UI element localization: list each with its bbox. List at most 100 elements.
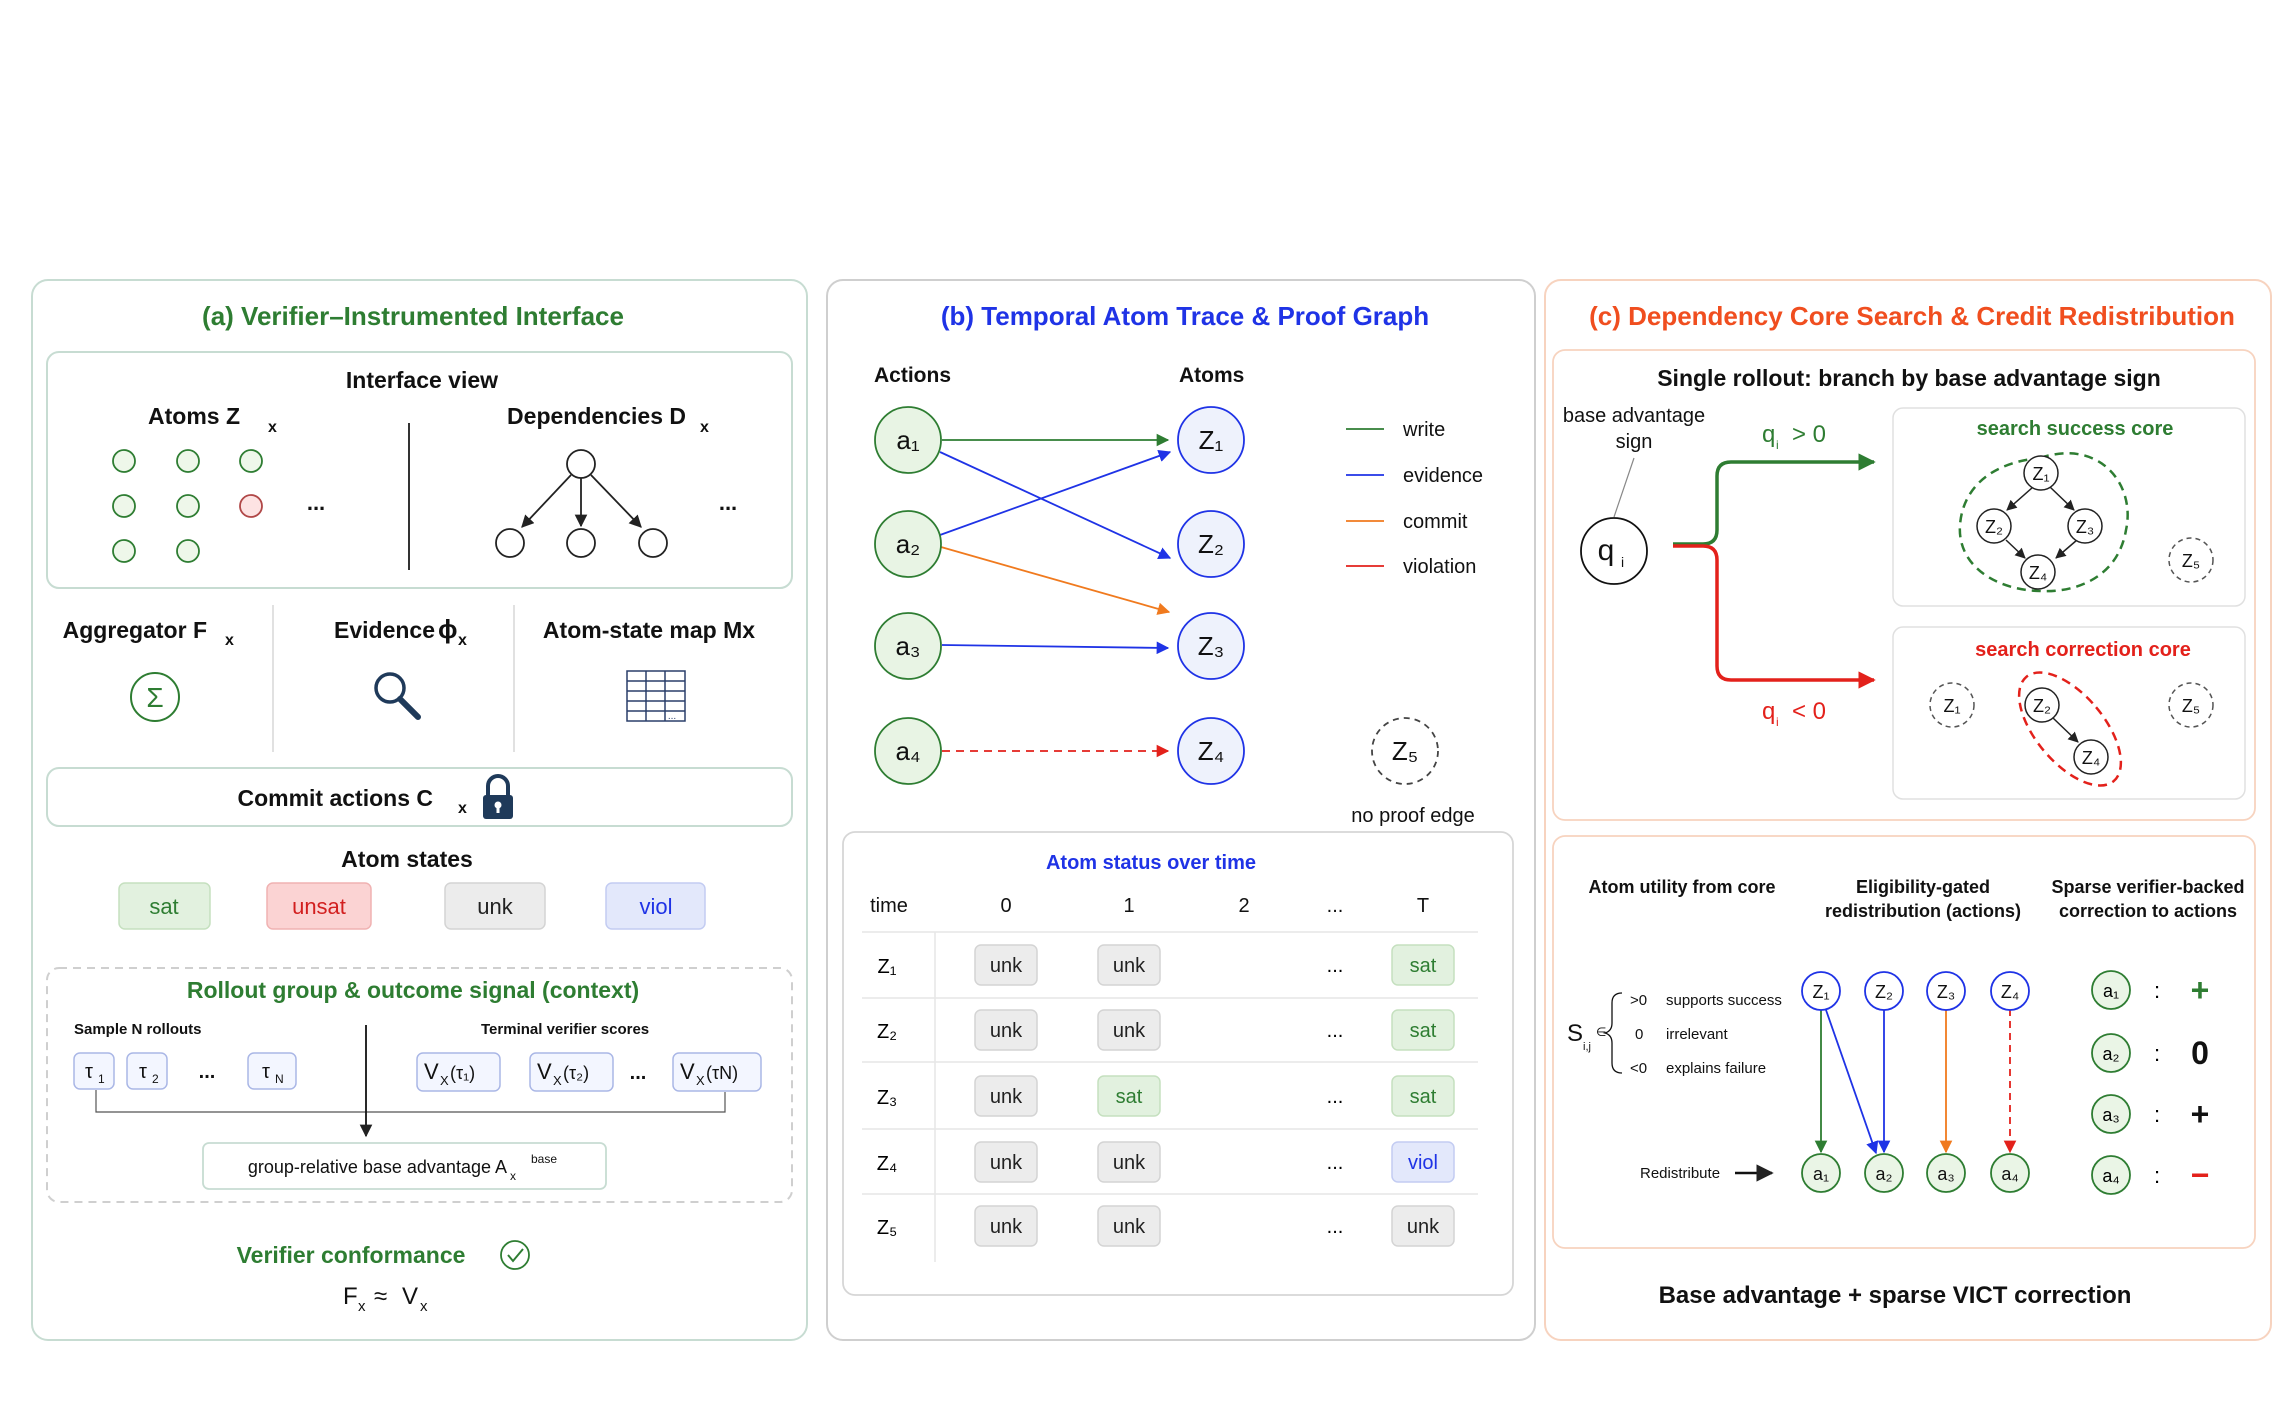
svg-text:a₄: a₄ <box>895 736 920 766</box>
svg-text:Z₁: Z₁ <box>1812 982 1829 1002</box>
evidence-edge <box>941 641 1170 655</box>
correction-item: a₁:+ <box>2091 970 2210 1010</box>
panel-c-footer: Base advantage + sparse VICT correction <box>1659 1282 2132 1309</box>
svg-text:(τN): (τN) <box>706 1063 738 1083</box>
base-advantage-sup: base <box>531 1152 557 1166</box>
panel-b-title: (b) Temporal Atom Trace & Proof Graph <box>941 301 1429 331</box>
action-node <box>2091 1033 2131 1073</box>
evidence-sub: x <box>458 632 467 649</box>
svg-text:X: X <box>440 1073 449 1088</box>
panel-a-title: (a) Verifier–Instrumented Interface <box>202 301 624 331</box>
score-ellipsis: ... <box>630 1062 647 1084</box>
evidence-phi: ϕ <box>438 614 458 644</box>
status-chip <box>974 944 1038 986</box>
dependency-tree <box>495 449 668 558</box>
svg-text:X: X <box>696 1073 705 1088</box>
redistribution-edges <box>1814 1009 2017 1155</box>
success-core-edges <box>2005 486 2078 559</box>
verifier-score-chip: V X (τ₁) <box>416 1052 501 1092</box>
status-chip-label: unk <box>1113 1152 1146 1174</box>
svg-text:0: 0 <box>1000 895 1011 917</box>
status-chip-label: viol <box>1408 1152 1438 1174</box>
legend-label: write <box>1402 419 1445 441</box>
s-in: ∈ <box>1596 1025 1606 1039</box>
atom-node <box>1926 971 1966 1011</box>
sigma-glyph: Σ <box>146 682 163 713</box>
svg-text:...: ... <box>1327 895 1344 917</box>
svg-text:(τ₁): (τ₁) <box>450 1063 475 1083</box>
svg-text:Z₂: Z₂ <box>1875 982 1893 1002</box>
svg-text:N: N <box>275 1072 284 1086</box>
utility-key: 0 <box>1635 1026 1643 1043</box>
status-chip-label: sat <box>1116 1086 1143 1108</box>
sigma-icon <box>130 672 180 722</box>
row-atom-label: Z₄ <box>877 1153 897 1175</box>
status-ellipsis: ... <box>1327 1216 1344 1238</box>
core-node-label: Z₃ <box>2076 517 2094 537</box>
evidence-label: Evidence <box>334 617 435 643</box>
correction-item: a₂:0 <box>2091 1033 2209 1073</box>
atom-dot <box>176 449 200 473</box>
status-chip <box>1097 1205 1161 1247</box>
status-chip-label: unk <box>990 1020 1023 1042</box>
correction-action-label: a₃ <box>2102 1105 2119 1125</box>
q-positive-label: q <box>1762 421 1775 448</box>
panel-c-title: (c) Dependency Core Search & Credit Redi… <box>1589 301 2235 331</box>
eligibility-atom-nodes: Z₁ Z₂ Z₃ Z₄ <box>1801 971 2030 1011</box>
col3-title-1: Sparse verifier-backed <box>2051 877 2244 897</box>
action-node: a₁ <box>874 406 942 474</box>
row-atom-label: Z₃ <box>877 1087 897 1109</box>
svg-text:F: F <box>343 1283 358 1310</box>
atoms-ellipsis: ... <box>307 490 325 515</box>
svg-text:≈: ≈ <box>374 1283 387 1310</box>
excluded-atom-label: Z₅ <box>2182 551 2200 571</box>
conformance-formula: F x ≈ V x <box>343 1283 428 1315</box>
row-atom-label: Z₁ <box>878 956 897 978</box>
svg-text:1: 1 <box>1123 895 1134 917</box>
verifier-score-chip: V X (τ₂) <box>529 1052 614 1092</box>
success-core-title: search success core <box>1977 418 2174 440</box>
status-table-title: Atom status over time <box>1046 852 1256 874</box>
status-chip-label: unk <box>1113 1020 1146 1042</box>
orphan-atom-label: Z₅ <box>1392 736 1418 766</box>
core-node <box>2020 554 2056 590</box>
svg-text:X: X <box>553 1073 562 1088</box>
core-node-label: Z₁ <box>2032 464 2049 484</box>
atom-node: Z₃ <box>1177 612 1245 680</box>
deps-ellipsis: ... <box>719 490 737 515</box>
redistribute-edge <box>1825 1009 1879 1155</box>
s-sub: i,j <box>1583 1041 1591 1053</box>
action-node: a₄ <box>874 717 942 785</box>
evidence-edge <box>939 449 1172 536</box>
s-label: S <box>1567 1020 1583 1047</box>
action-node: a₂ <box>874 510 942 578</box>
col1-title: Atom utility from core <box>1588 877 1775 897</box>
row-atom-label: Z₂ <box>877 1021 897 1043</box>
atom-nodes: Z₁ Z₂ Z₃ Z₄ <box>1177 406 1245 785</box>
svg-text:2: 2 <box>152 1072 159 1086</box>
status-chip <box>1391 1205 1455 1247</box>
q-label: q <box>1598 534 1615 567</box>
action-node: a₃ <box>874 612 942 680</box>
base-advantage-label: group-relative base advantage A <box>248 1157 507 1177</box>
correction-sign: 0 <box>2191 1035 2209 1071</box>
utility-key: >0 <box>1630 992 1647 1009</box>
correction-sign: − <box>2191 1157 2210 1193</box>
atom-node: Z₄ <box>1177 717 1245 785</box>
svg-text:a₁: a₁ <box>1813 1164 1829 1184</box>
q-positive-cond: > 0 <box>1792 421 1826 448</box>
svg-text:τ: τ <box>262 1061 270 1083</box>
panel-a: (a) Verifier–Instrumented Interface Inte… <box>31 279 808 1341</box>
panel-b: (b) Temporal Atom Trace & Proof Graph Ac… <box>826 279 1536 1341</box>
actions-header: Actions <box>874 364 951 387</box>
utility-desc: supports success <box>1666 992 1782 1009</box>
state-chip-viol: viol <box>605 882 706 930</box>
sample-rollouts-label: Sample N rollouts <box>74 1021 202 1038</box>
atom-dot <box>176 539 200 563</box>
correction-sign: + <box>2191 972 2210 1008</box>
core-node-label: Z₂ <box>2033 696 2051 716</box>
magnifier-icon <box>374 672 421 720</box>
svg-text:V: V <box>537 1059 552 1084</box>
